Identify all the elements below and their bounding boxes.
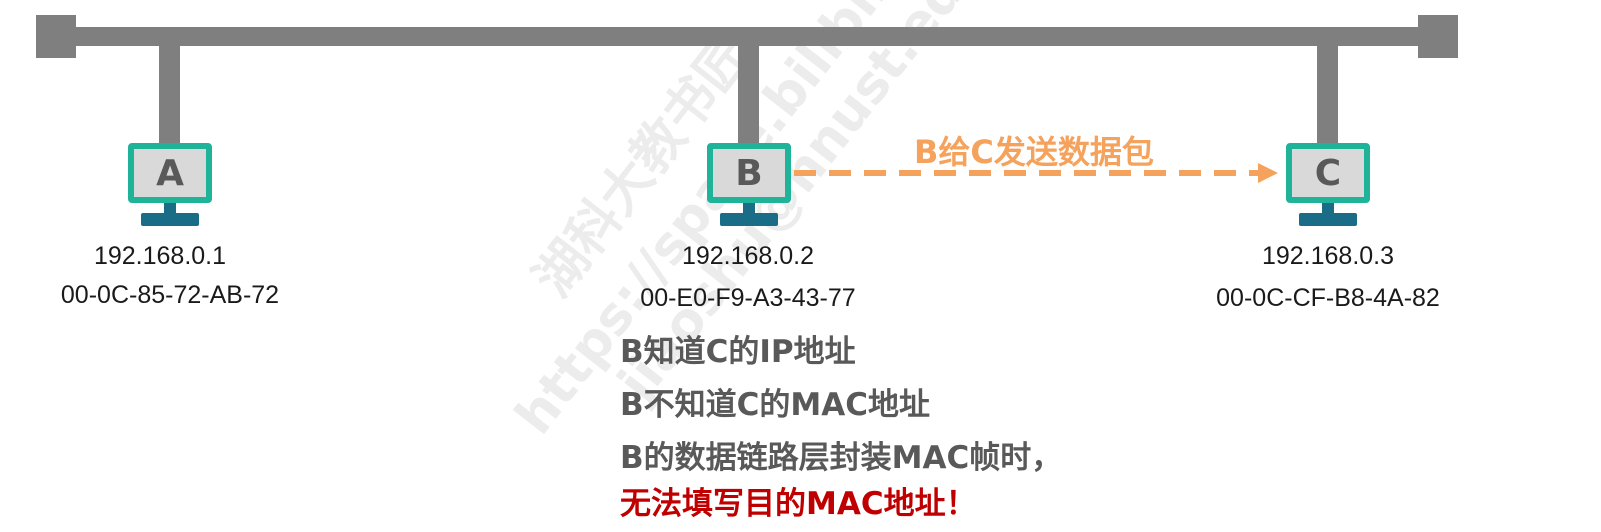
host-b-monitor-icon: B (707, 143, 791, 203)
host-b-label: B (735, 152, 763, 194)
host-b-mac: 00-E0-F9-A3-43-77 (640, 284, 856, 312)
bus-terminator-right (1418, 15, 1458, 58)
host-b-ip: 192.168.0.2 (681, 242, 815, 270)
monitor-neck (743, 203, 755, 213)
host-b: B (707, 143, 791, 229)
host-a-ip: 192.168.0.1 (93, 242, 227, 270)
monitor-neck (164, 203, 176, 213)
monitor-neck (1322, 203, 1334, 213)
arrowhead-icon (1258, 163, 1278, 183)
drop-line-a (159, 46, 180, 146)
host-a: A (128, 143, 212, 229)
host-a-label: A (156, 152, 184, 194)
bus-terminator-left (36, 15, 76, 58)
drop-line-c (1317, 46, 1338, 146)
host-c-label: C (1314, 152, 1342, 194)
note-line-4-alert: 无法填写目的MAC地址！ (620, 486, 977, 522)
drop-line-b (738, 46, 759, 146)
monitor-base (720, 213, 778, 226)
network-bus (36, 27, 1458, 46)
host-c: C (1286, 143, 1370, 229)
note-line-2: B不知道C的MAC地址 (620, 387, 930, 423)
host-c-ip: 192.168.0.3 (1261, 242, 1395, 270)
send-arrow-label: B给C发送数据包 (914, 133, 1154, 171)
host-c-mac: 00-0C-CF-B8-4A-82 (1216, 284, 1440, 312)
monitor-base (141, 213, 199, 226)
monitor-base (1299, 213, 1357, 226)
host-a-mac: 00-0C-85-72-AB-72 (60, 281, 280, 309)
host-a-monitor-icon: A (128, 143, 212, 203)
host-c-monitor-icon: C (1286, 143, 1370, 203)
send-arrow (794, 163, 1278, 183)
note-line-3: B的数据链路层封装MAC帧时， (620, 440, 1063, 476)
note-line-1: B知道C的IP地址 (620, 334, 856, 370)
